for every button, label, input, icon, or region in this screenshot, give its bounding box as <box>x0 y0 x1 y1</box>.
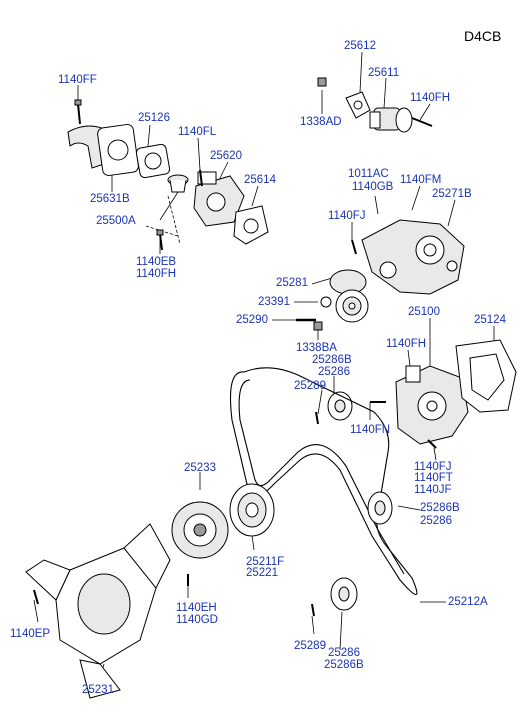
gasket-25612 <box>345 91 371 119</box>
label-25612: 25612 <box>344 40 376 52</box>
label-25212a: 25212A <box>448 596 488 608</box>
label-1140gb: 1140GB <box>352 181 394 193</box>
inlet-pipe-25631b <box>67 124 139 176</box>
label-25286-lower: 25286 <box>328 647 360 659</box>
label-25614: 25614 <box>244 174 276 186</box>
thermostat-housing-25620 <box>193 171 245 227</box>
label-1140eb: 1140EB <box>136 256 177 268</box>
label-25286b-mid: 25286B <box>420 502 460 514</box>
label-1011ac: 1011AC <box>348 168 389 180</box>
label-1140fj-lower: 1140FJ <box>414 461 452 473</box>
gasket-25124 <box>455 339 517 413</box>
label-25290: 25290 <box>236 314 268 326</box>
thermostat-25500a <box>167 174 189 193</box>
bolt-1140eb <box>156 229 164 251</box>
washer-23391 <box>320 296 332 308</box>
label-25286b-lower: 25286B <box>324 659 364 671</box>
bolt-1140fj-lower <box>427 439 437 449</box>
label-25631b: 25631B <box>90 193 130 205</box>
label-25286b-upper: 25286B <box>312 354 352 366</box>
label-1338ad: 1338AD <box>300 116 342 128</box>
fan-25231 <box>25 523 171 699</box>
label-25126: 25126 <box>138 112 170 124</box>
gasket-25614 <box>233 205 269 245</box>
bolt-1140ep <box>33 589 39 605</box>
label-25611: 25611 <box>368 67 400 79</box>
label-1140fm: 1140FM <box>400 174 442 186</box>
pulley-25211f <box>229 483 275 537</box>
bolt-1338ad <box>317 77 327 87</box>
label-25620: 25620 <box>210 150 242 162</box>
fan-clutch-25233 <box>171 501 229 559</box>
idler-pulley-25286-upper <box>327 391 353 421</box>
leader-lines <box>33 51 495 679</box>
label-1140fh-pump: 1140FH <box>386 338 427 350</box>
label-25286-mid: 25286 <box>420 515 452 527</box>
label-1140ep: 1140EP <box>10 628 51 640</box>
diagram-title: D4CB <box>464 28 502 44</box>
inlet-fitting-25611 <box>369 107 413 133</box>
bolt-1140fj-upper <box>351 239 357 255</box>
label-25281: 25281 <box>276 277 308 289</box>
bolt-25289-upper <box>315 411 319 425</box>
label-1140ft: 1140FT <box>414 472 453 484</box>
label-1140fh-upper: 1140FH <box>410 92 451 104</box>
label-1140fn: 1140FN <box>350 424 391 436</box>
tensioner-25281 <box>329 269 369 323</box>
nut-1338ba <box>313 321 323 331</box>
label-25289-lower: 25289 <box>294 640 326 652</box>
pump-housing-25271b <box>361 219 465 295</box>
label-25211f: 25211F <box>246 556 285 568</box>
gasket-25126 <box>135 143 171 179</box>
label-1140fl: 1140FL <box>178 126 217 138</box>
label-1140jf: 1140JF <box>414 484 452 496</box>
bolt-1140ff <box>74 99 82 125</box>
label-25271b: 25271B <box>432 188 472 200</box>
label-1140fh-left: 1140FH <box>136 268 177 280</box>
label-23391: 23391 <box>258 296 290 308</box>
label-1140eh: 1140EH <box>176 602 217 614</box>
water-pump-25100 <box>395 365 469 445</box>
label-25289-upper: 25289 <box>294 380 326 392</box>
label-25233: 25233 <box>184 462 216 474</box>
label-1140ff: 1140FF <box>58 74 97 86</box>
label-25286-upper: 25286 <box>318 366 350 378</box>
label-25124: 25124 <box>474 314 506 326</box>
bolt-1140fh-upper <box>411 117 433 127</box>
bolt-25289-lower <box>311 603 315 617</box>
bolt-1140fl <box>199 169 203 187</box>
idler-pulley-25286-lower <box>330 577 358 611</box>
label-1140fj-upper: 1140FJ <box>328 210 366 222</box>
label-1338ba: 1338BA <box>296 342 337 354</box>
label-25231: 25231 <box>82 684 114 696</box>
label-1140gd: 1140GD <box>176 614 218 626</box>
idler-pulley-25286-mid <box>367 491 393 525</box>
label-25221: 25221 <box>246 567 278 579</box>
label-25500a: 25500A <box>96 215 136 227</box>
label-25100: 25100 <box>408 306 440 318</box>
